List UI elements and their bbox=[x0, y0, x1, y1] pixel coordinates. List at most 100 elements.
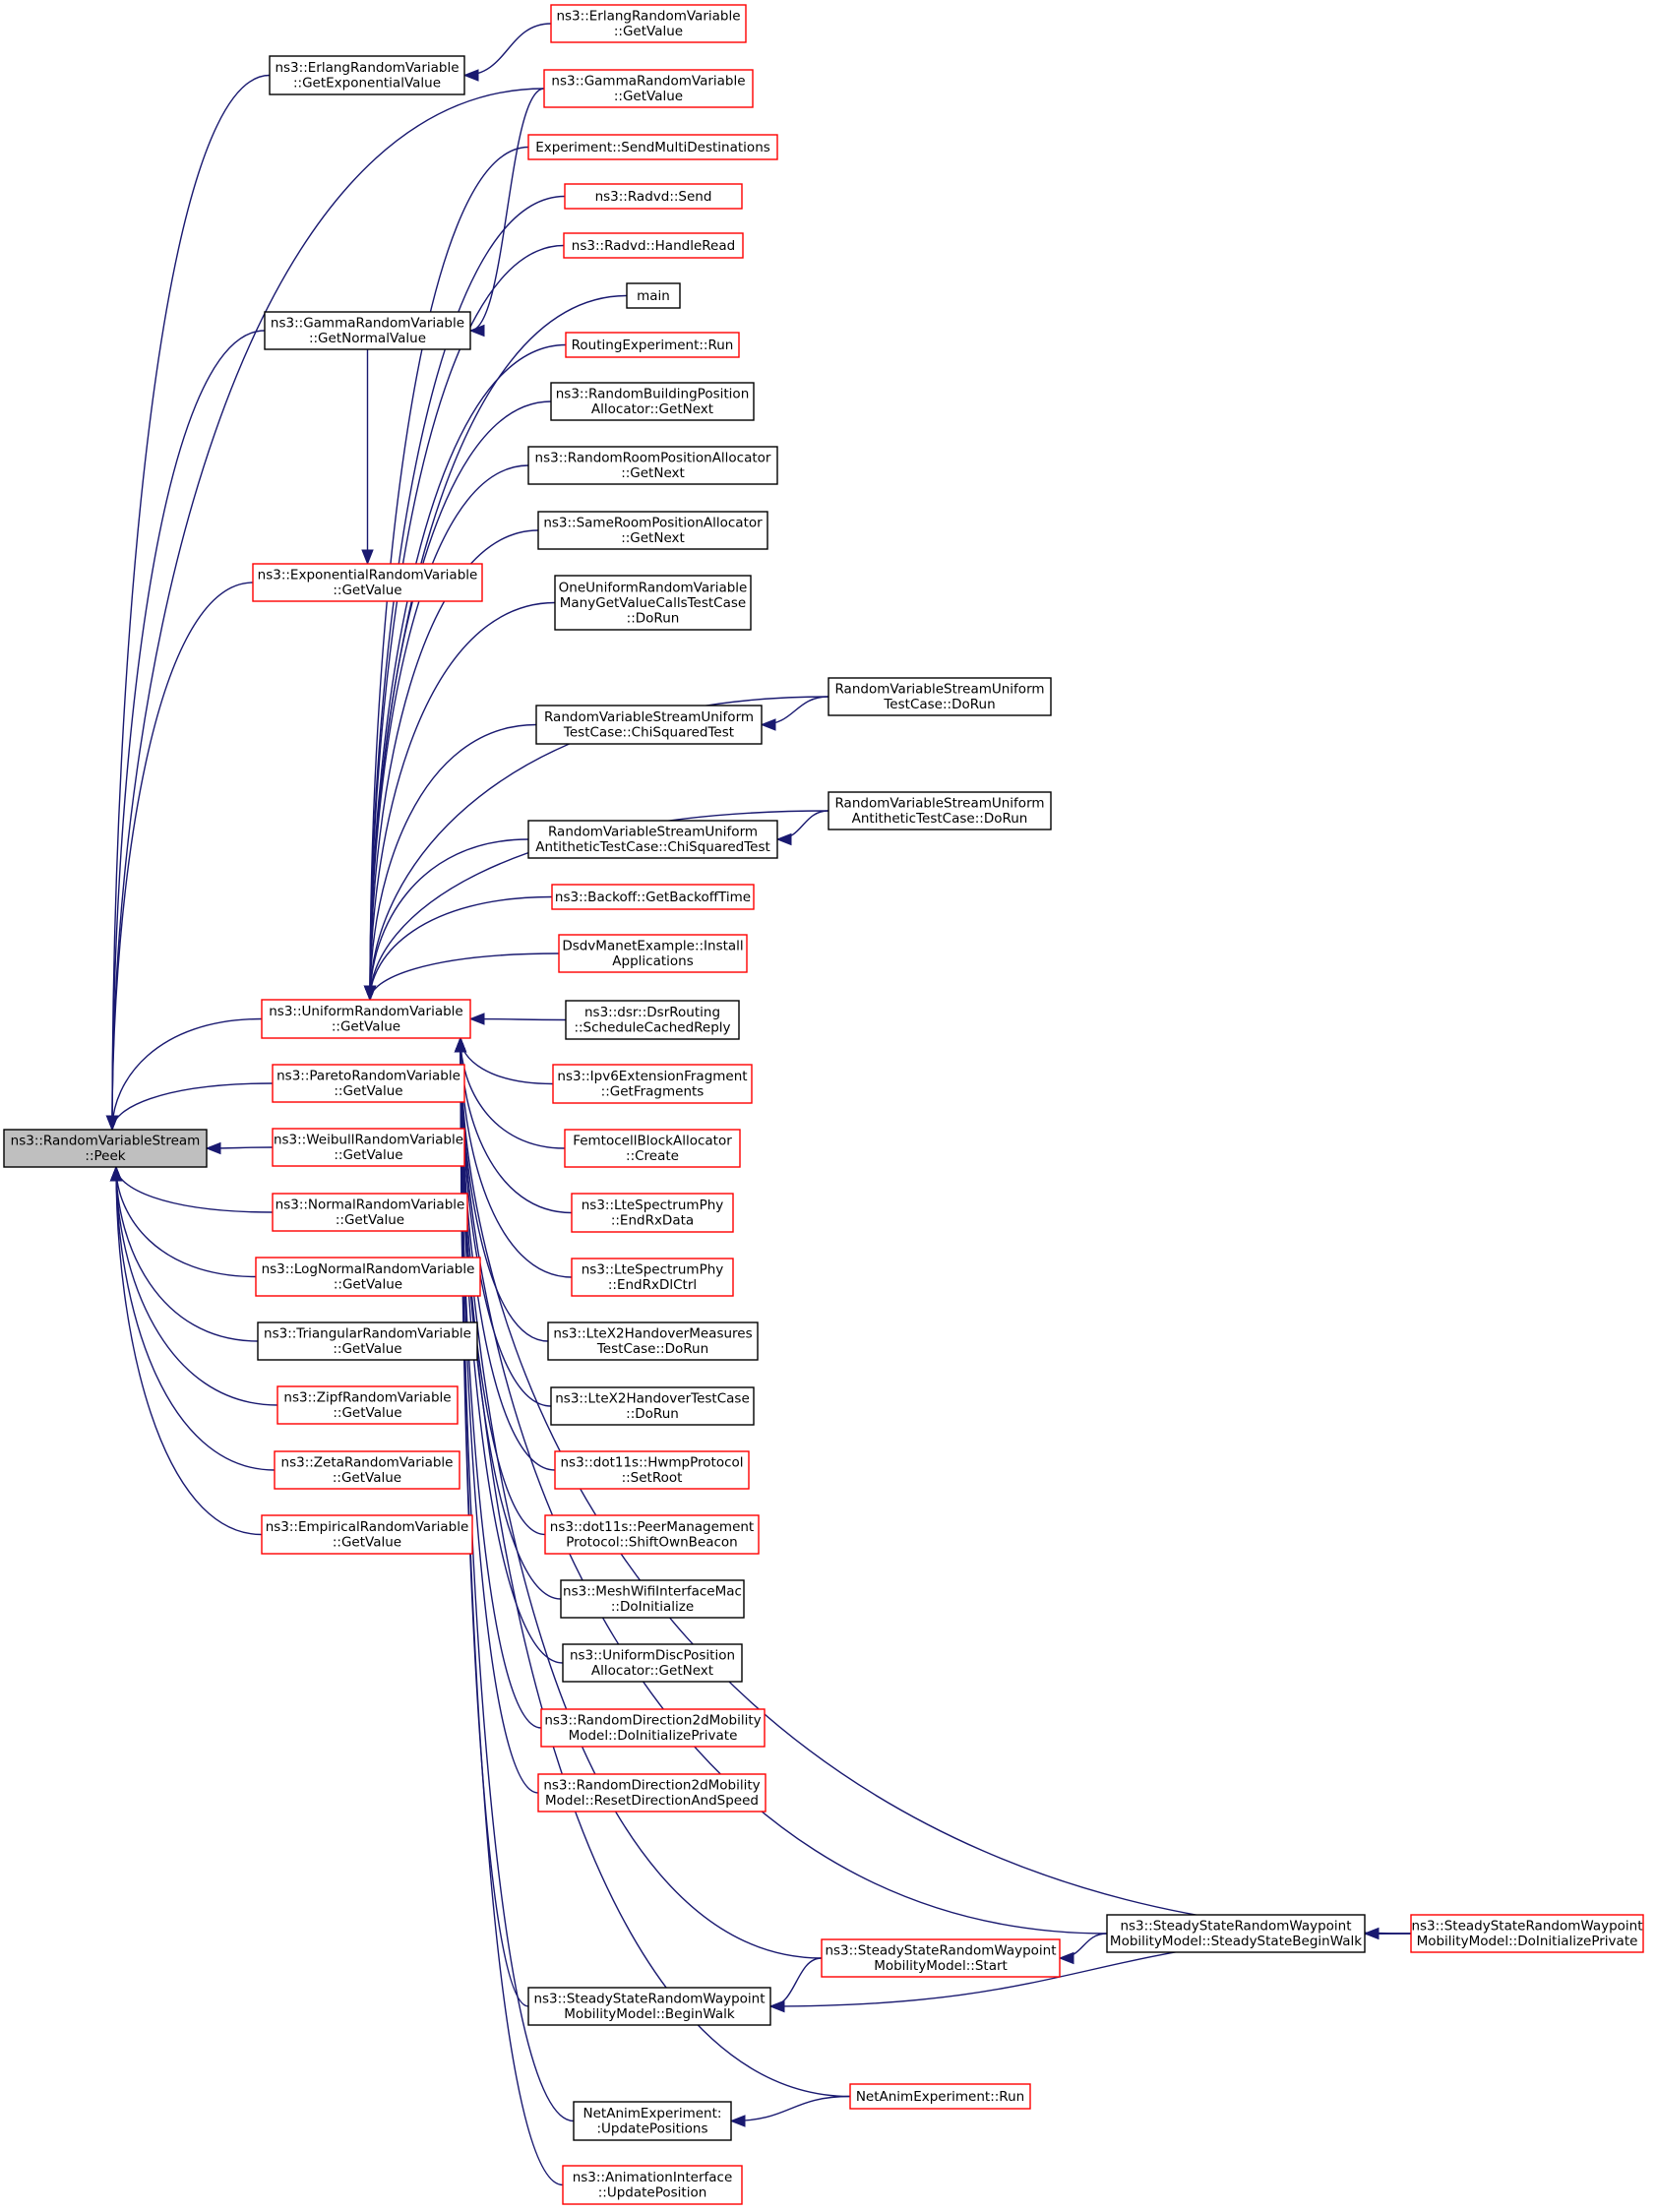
call-edge bbox=[363, 895, 553, 1002]
graph-node-rbpa[interactable]: ns3::RandomBuildingPositionAllocator::Ge… bbox=[550, 382, 755, 421]
edge-line bbox=[730, 2095, 851, 2122]
graph-node-hwmp[interactable]: ns3::dot11s::HwmpProtocol::SetRoot bbox=[554, 1450, 750, 1490]
graph-node-rvsua-chi[interactable]: RandomVariableStreamUniformAntitheticTes… bbox=[527, 820, 778, 859]
node-label-line: ns3::RandomDirection2dMobility bbox=[543, 1778, 760, 1794]
graph-node-rd2d-reset[interactable]: ns3::RandomDirection2dMobilityModel::Res… bbox=[537, 1773, 767, 1813]
graph-node-ssrw-begin[interactable]: ns3::SteadyStateRandomWaypointMobilityMo… bbox=[527, 1987, 771, 2026]
graph-node-uniform-get[interactable]: ns3::UniformRandomVariable::GetValue bbox=[261, 999, 471, 1039]
graph-node-exp-get[interactable]: ns3::ExponentialRandomVariable::GetValue bbox=[252, 563, 483, 602]
graph-node-erlang-get[interactable]: ns3::ErlangRandomVariable::GetValue bbox=[550, 4, 747, 43]
graph-node-log-normal-get[interactable]: ns3::LogNormalRandomVariable::GetValue bbox=[255, 1257, 481, 1297]
node-label-line: ns3::LteX2HandoverTestCase bbox=[555, 1391, 750, 1407]
node-label-line: ns3::ExponentialRandomVariable bbox=[258, 568, 478, 584]
graph-node-femto[interactable]: FemtocellBlockAllocator::Create bbox=[564, 1129, 741, 1168]
node-box bbox=[550, 1386, 755, 1426]
graph-node-backoff[interactable]: ns3::Backoff::GetBackoffTime bbox=[551, 884, 755, 910]
graph-node-lte-rx-dl-ctrl[interactable]: ns3::LteSpectrumPhy::EndRxDlCtrl bbox=[571, 1258, 734, 1297]
node-label-line: OneUniformRandomVariable bbox=[559, 580, 748, 595]
node-box bbox=[554, 575, 752, 631]
graph-node-weibull-get[interactable]: ns3::WeibullRandomVariable::GetValue bbox=[272, 1128, 465, 1167]
graph-node-zeta-get[interactable]: ns3::ZetaRandomVariable::GetValue bbox=[274, 1450, 460, 1490]
graph-node-ssrw-steady[interactable]: ns3::SteadyStateRandomWaypointMobilityMo… bbox=[1106, 1914, 1366, 1953]
edge-line bbox=[369, 343, 567, 1001]
node-label-line: RandomVariableStreamUniform bbox=[834, 796, 1044, 812]
call-edge bbox=[454, 1036, 554, 1085]
node-label-line: ns3::ZipfRandomVariable bbox=[283, 1390, 451, 1406]
graph-node-rrpa[interactable]: ns3::RandomRoomPositionAllocator::GetNex… bbox=[527, 446, 778, 485]
graph-node-lte-x2-test[interactable]: ns3::LteX2HandoverTestCase::DoRun bbox=[550, 1386, 755, 1426]
graph-node-rvsu-chi[interactable]: RandomVariableStreamUniformTestCase::Chi… bbox=[535, 705, 763, 745]
node-label-line: ns3::MeshWifiInterfaceMac bbox=[563, 1584, 742, 1600]
edge-line bbox=[460, 1037, 554, 1085]
graph-node-main[interactable]: main bbox=[626, 282, 681, 309]
node-box bbox=[537, 511, 768, 550]
graph-node-udpa[interactable]: ns3::UniformDiscPositionAllocator::GetNe… bbox=[562, 1643, 743, 1683]
graph-node-gamma-get[interactable]: ns3::GammaRandomVariable::GetValue bbox=[543, 69, 754, 108]
arrow-head-icon bbox=[363, 985, 377, 1002]
node-label-line: ::GetValue bbox=[334, 1083, 402, 1099]
call-edge bbox=[468, 1013, 567, 1025]
node-label-line: ::GetValue bbox=[333, 1405, 401, 1421]
graph-node-rd2d-init[interactable]: ns3::RandomDirection2dMobilityModel::DoI… bbox=[540, 1708, 766, 1748]
node-box bbox=[3, 1129, 208, 1168]
edge-line bbox=[111, 1082, 274, 1131]
graph-node-lte-rx-data[interactable]: ns3::LteSpectrumPhy::EndRxData bbox=[571, 1193, 734, 1233]
graph-node-normal-get[interactable]: ns3::NormalRandomVariable::GetValue bbox=[272, 1193, 468, 1232]
graph-node-lte-x2-measures[interactable]: ns3::LteX2HandoverMeasuresTestCase::DoRu… bbox=[547, 1321, 759, 1361]
call-edge bbox=[105, 88, 545, 1132]
graph-node-radvd-send[interactable]: ns3::Radvd::Send bbox=[564, 183, 743, 210]
node-box bbox=[560, 1579, 745, 1619]
call-edge bbox=[454, 1036, 566, 1149]
graph-node-gamma-normal[interactable]: ns3::GammaRandomVariable::GetNormalValue bbox=[264, 311, 471, 350]
node-label-line: Model::ResetDirectionAndSpeed bbox=[545, 1793, 759, 1809]
graph-node-rvsu-do-run[interactable]: RandomVariableStreamUniformTestCase::DoR… bbox=[828, 677, 1052, 716]
graph-node-routing-run[interactable]: RoutingExperiment::Run bbox=[565, 332, 740, 358]
graph-node-net-anim-upd[interactable]: NetAnimExperiment::UpdatePositions bbox=[573, 2101, 732, 2141]
graph-node-peer-mgmt[interactable]: ns3::dot11s::PeerManagementProtocol::Shi… bbox=[544, 1514, 760, 1555]
edge-line bbox=[111, 74, 271, 1131]
graph-node-pareto-get[interactable]: ns3::ParetoRandomVariable::GetValue bbox=[272, 1064, 465, 1103]
graph-node-net-anim-run[interactable]: NetAnimExperiment::Run bbox=[849, 2083, 1031, 2110]
graph-node-triangular-get[interactable]: ns3::TriangularRandomVariable::GetValue bbox=[257, 1321, 478, 1361]
graph-node-srpa[interactable]: ns3::SameRoomPositionAllocator::GetNext bbox=[537, 511, 768, 550]
graph-node-ssrw-start[interactable]: ns3::SteadyStateRandomWaypointMobilityMo… bbox=[821, 1938, 1061, 1978]
node-label-line: ::EndRxData bbox=[611, 1213, 694, 1229]
graph-node-mesh-wifi[interactable]: ns3::MeshWifiInterfaceMac::DoInitialize bbox=[560, 1579, 745, 1619]
node-label-line: ns3::SteadyStateRandomWaypoint bbox=[533, 1992, 765, 2007]
node-label-line: TestCase::ChiSquaredTest bbox=[563, 725, 734, 741]
node-label-line: ns3::UniformRandomVariable bbox=[269, 1004, 463, 1019]
graph-node-zipf-get[interactable]: ns3::ZipfRandomVariable::GetValue bbox=[276, 1385, 459, 1425]
call-edge bbox=[363, 343, 567, 1002]
graph-node-ipv6[interactable]: ns3::Ipv6ExtensionFragment::GetFragments bbox=[552, 1064, 753, 1104]
graph-node-empirical-get[interactable]: ns3::EmpiricalRandomVariable::GetValue bbox=[261, 1514, 473, 1555]
node-label-line: ns3::LteX2HandoverMeasures bbox=[553, 1326, 752, 1342]
graph-node-radvd-read[interactable]: ns3::Radvd::HandleRead bbox=[563, 232, 744, 259]
edge-line bbox=[115, 1166, 263, 1536]
call-edge bbox=[105, 330, 266, 1132]
node-label-line: ::GetValue bbox=[336, 1212, 404, 1228]
node-box bbox=[550, 382, 755, 421]
call-edge bbox=[109, 1165, 263, 1536]
edge-line bbox=[463, 23, 552, 77]
graph-node-one-uniform[interactable]: OneUniformRandomVariableManyGetValueCall… bbox=[554, 575, 752, 631]
node-box bbox=[551, 884, 755, 910]
graph-node-anim-upd[interactable]: ns3::AnimationInterface::UpdatePosition bbox=[562, 2165, 743, 2205]
graph-node-send-multi[interactable]: Experiment::SendMultiDestinations bbox=[527, 134, 778, 160]
edge-line bbox=[369, 146, 529, 1001]
graph-node-ssrw-init[interactable]: ns3::SteadyStateRandomWaypointMobilityMo… bbox=[1410, 1914, 1644, 1953]
node-label-line: ns3::Radvd::HandleRead bbox=[572, 238, 735, 254]
graph-node-dsr[interactable]: ns3::dsr::DsrRouting::ScheduleCachedRepl… bbox=[565, 1000, 740, 1040]
call-edge bbox=[775, 810, 829, 846]
node-label-line: ns3::RandomDirection2dMobility bbox=[544, 1713, 761, 1729]
node-box bbox=[573, 2101, 732, 2141]
node-box bbox=[272, 1064, 465, 1103]
node-box bbox=[261, 1514, 473, 1555]
graph-node-erlang-exp[interactable]: ns3::ErlangRandomVariable::GetExponentia… bbox=[269, 55, 465, 95]
node-label-line: ns3::SteadyStateRandomWaypoint bbox=[1411, 1919, 1642, 1935]
graph-node-rvsua-do-run[interactable]: RandomVariableStreamUniformAntitheticTes… bbox=[828, 791, 1052, 830]
node-label-line: ns3::SteadyStateRandomWaypoint bbox=[825, 1943, 1056, 1959]
arrow-head-icon bbox=[775, 832, 792, 846]
node-label-line: TestCase::DoRun bbox=[596, 1341, 708, 1357]
node-box bbox=[552, 1064, 753, 1104]
